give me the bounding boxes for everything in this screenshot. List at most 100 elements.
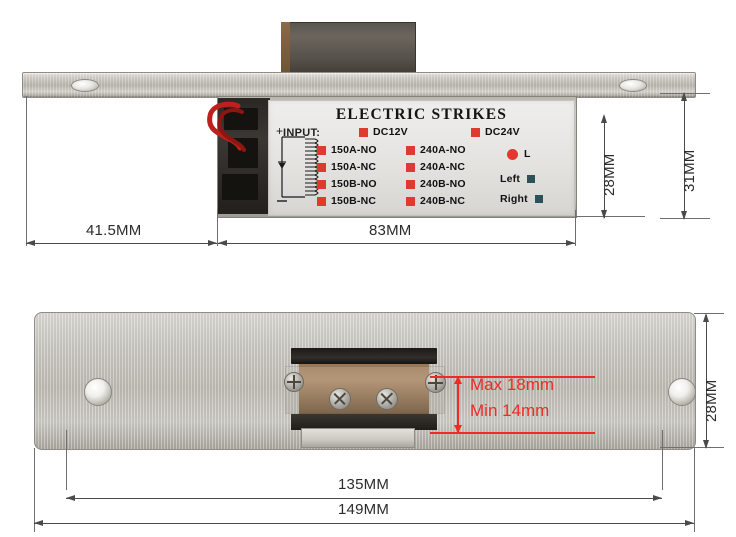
mech-part-a bbox=[224, 108, 258, 130]
indicator-right[interactable]: Right bbox=[500, 193, 543, 205]
strike-jaw-assembly bbox=[284, 348, 446, 448]
checkbox-square-icon bbox=[406, 162, 415, 172]
dim-arrow-left bbox=[66, 494, 75, 501]
checkbox-square-icon bbox=[406, 179, 415, 189]
voltage-option-dc12v[interactable]: DC12V bbox=[359, 126, 408, 138]
solenoid-housing bbox=[281, 22, 416, 76]
voltage-label: DC12V bbox=[373, 126, 408, 138]
mounting-hole-right bbox=[619, 79, 647, 92]
dim-line-31mm bbox=[684, 94, 685, 218]
model-option-240b-nc[interactable]: 240B-NC bbox=[406, 195, 465, 207]
dim-arrow-right bbox=[653, 494, 662, 501]
model-option-240a-no[interactable]: 240A-NO bbox=[406, 144, 466, 156]
label-jaw-max: Max 18mm bbox=[470, 375, 555, 394]
model-label: 150B-NC bbox=[331, 195, 377, 207]
voltage-label: DC24V bbox=[485, 126, 520, 138]
mech-part-c bbox=[222, 174, 258, 200]
model-label: 240B-NO bbox=[420, 178, 466, 190]
ext-line-left bbox=[26, 96, 27, 246]
model-label: 150A-NO bbox=[331, 144, 377, 156]
jaw-copper-face bbox=[299, 364, 429, 416]
phillips-screw-icon bbox=[376, 388, 398, 410]
status-circle-icon bbox=[507, 148, 518, 160]
jaw-front-plate bbox=[285, 366, 445, 414]
dim-label-83mm: 83MM bbox=[369, 222, 412, 239]
model-option-150a-nc[interactable]: 150A-NC bbox=[317, 161, 376, 173]
dim-arrow-left bbox=[34, 519, 43, 526]
checkbox-square-icon bbox=[317, 179, 326, 189]
model-label: 240A-NO bbox=[420, 144, 466, 156]
mounting-hole-left bbox=[71, 79, 99, 92]
red-line-bottom bbox=[430, 432, 595, 434]
svg-text:+: + bbox=[276, 124, 283, 138]
phillips-screw-icon bbox=[329, 388, 351, 410]
dim-arrow-down bbox=[600, 210, 607, 219]
dim-arrow-up bbox=[702, 313, 709, 322]
model-option-240a-nc[interactable]: 240A-NC bbox=[406, 161, 465, 173]
dim-arrow-right bbox=[566, 239, 575, 246]
jaw-bottom-bracket bbox=[291, 414, 437, 430]
dim-arrow-right bbox=[685, 519, 694, 526]
solenoid-copper-edge bbox=[281, 22, 290, 74]
model-option-240b-no[interactable]: 240B-NO bbox=[406, 178, 466, 190]
dim-arrow-down bbox=[702, 440, 709, 449]
label-title: ELECTRIC STRIKES bbox=[335, 106, 508, 123]
dim-arrow-up bbox=[600, 114, 607, 123]
checkbox-square-icon bbox=[527, 175, 536, 183]
ext-line-body-bottom bbox=[575, 216, 645, 217]
model-label: 150A-NC bbox=[331, 161, 377, 173]
dim-line-28mm-front bbox=[706, 315, 707, 447]
indicator-left[interactable]: Left bbox=[500, 173, 536, 185]
dim-label-28mm-side: 28MM bbox=[601, 153, 618, 196]
red-line-top bbox=[430, 376, 595, 378]
ext-line-inner-right bbox=[662, 430, 663, 490]
jaw-tongue bbox=[301, 428, 415, 448]
indicator-label: Left bbox=[500, 173, 521, 185]
ext-line-body-right bbox=[575, 210, 576, 246]
label-jaw-min: Min 14mm bbox=[470, 401, 550, 420]
dim-arrow-left bbox=[218, 239, 227, 246]
checkbox-square-icon bbox=[317, 162, 326, 172]
checkbox-square-icon bbox=[317, 196, 326, 206]
strike-mechanism-dark-side bbox=[218, 98, 270, 214]
ext-line-outer-right bbox=[694, 448, 695, 532]
brushed-metal-texture bbox=[23, 73, 695, 97]
dim-line-135mm bbox=[66, 498, 662, 499]
voltage-option-dc24v[interactable]: DC24V bbox=[471, 126, 520, 138]
dim-label-41-5mm: 41.5MM bbox=[86, 222, 142, 239]
model-option-150b-nc[interactable]: 150B-NC bbox=[317, 195, 376, 207]
ext-line-outer-left bbox=[34, 448, 35, 532]
wire-harness-icon bbox=[207, 101, 246, 152]
checkbox-square-icon bbox=[359, 127, 368, 137]
ext-line-plate-bottom bbox=[660, 447, 724, 448]
faceplate-side-profile bbox=[22, 72, 696, 98]
indicator-l: L bbox=[507, 148, 531, 160]
model-label: 150B-NO bbox=[331, 178, 377, 190]
ext-line-mid bbox=[217, 210, 218, 246]
ext-line-plate-top bbox=[694, 313, 724, 314]
dim-line-28mm-side bbox=[604, 116, 605, 218]
dim-line-41-5mm bbox=[26, 243, 217, 244]
mounting-hole-left bbox=[84, 378, 112, 406]
dim-label-149mm: 149MM bbox=[338, 501, 390, 518]
dim-arrow-right bbox=[208, 239, 217, 246]
dim-arrow-left bbox=[26, 239, 35, 246]
product-label-plate: ELECTRIC STRIKES + INPUT: DC12V bbox=[268, 100, 575, 216]
indicator-label: L bbox=[524, 148, 531, 160]
model-option-150a-no[interactable]: 150A-NO bbox=[317, 144, 377, 156]
red-dim-line-jaw-gap bbox=[457, 378, 459, 432]
ext-line-inner-left bbox=[66, 430, 67, 490]
dim-label-31mm: 31MM bbox=[681, 149, 698, 192]
dim-line-83mm bbox=[218, 243, 575, 244]
checkbox-square-icon bbox=[317, 145, 326, 155]
mounting-hole-right bbox=[668, 378, 696, 406]
red-arrow-up bbox=[454, 376, 462, 384]
checkbox-square-icon bbox=[534, 195, 543, 203]
model-option-150b-no[interactable]: 150B-NO bbox=[317, 178, 377, 190]
model-label: 240B-NC bbox=[420, 195, 466, 207]
dim-arrow-up bbox=[680, 92, 687, 101]
red-arrow-down bbox=[454, 425, 462, 433]
indicator-label: Right bbox=[500, 193, 528, 205]
phillips-screw-icon bbox=[284, 372, 304, 392]
